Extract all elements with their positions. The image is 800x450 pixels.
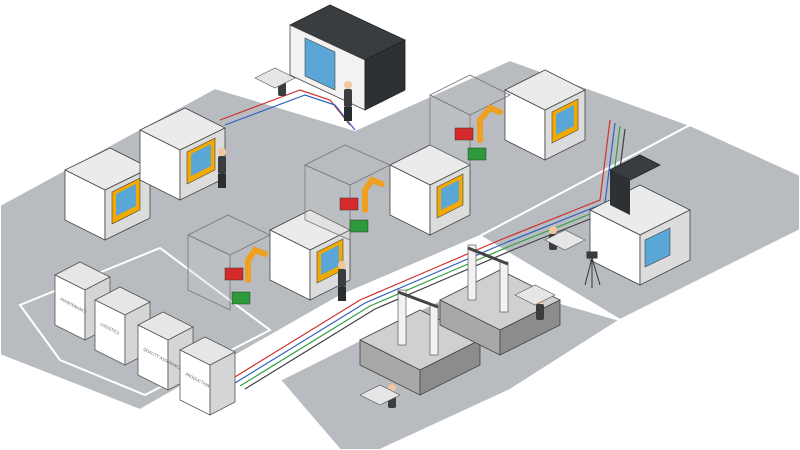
cnc-window bbox=[116, 184, 136, 216]
workstations bbox=[254, 67, 586, 406]
desk bbox=[254, 67, 296, 89]
desk bbox=[359, 384, 401, 406]
desk bbox=[544, 229, 586, 251]
worker-icon bbox=[218, 148, 226, 188]
rack-production: PRODUCTION bbox=[179, 336, 236, 416]
cnc-machine-2 bbox=[139, 107, 226, 201]
cable-red bbox=[229, 119, 611, 381]
robot-cells bbox=[187, 74, 511, 311]
bin-red bbox=[454, 127, 474, 141]
robot-arm-icon bbox=[362, 176, 385, 213]
cnc-machine-1 bbox=[64, 147, 151, 241]
desk bbox=[514, 284, 556, 306]
bin-red bbox=[339, 197, 359, 211]
robot-cell-1 bbox=[429, 74, 511, 166]
robot-cell-3 bbox=[187, 214, 271, 311]
worker-icon bbox=[344, 81, 352, 121]
robot-arm-icon bbox=[245, 246, 268, 283]
cable-red-2 bbox=[219, 89, 351, 126]
cmm-machines bbox=[359, 244, 561, 396]
bin-red bbox=[224, 267, 244, 281]
tripod-icon bbox=[584, 251, 601, 288]
robot-arm-icon bbox=[477, 104, 503, 143]
cmm-machine-2 bbox=[439, 244, 561, 356]
bin-green bbox=[467, 147, 487, 161]
bin-green bbox=[231, 291, 251, 305]
cnc-machine-4 bbox=[504, 69, 586, 161]
bin-green bbox=[349, 219, 369, 233]
cnc-machine-3 bbox=[289, 4, 406, 111]
robot-cell-2 bbox=[304, 144, 391, 241]
server-racks: MAINTENANCE LOGISTICS QUALITY ASSURANCE … bbox=[54, 261, 236, 416]
cnc-machines bbox=[64, 4, 691, 301]
worker-icon bbox=[338, 261, 346, 301]
cnc-machine-7 bbox=[589, 154, 691, 286]
